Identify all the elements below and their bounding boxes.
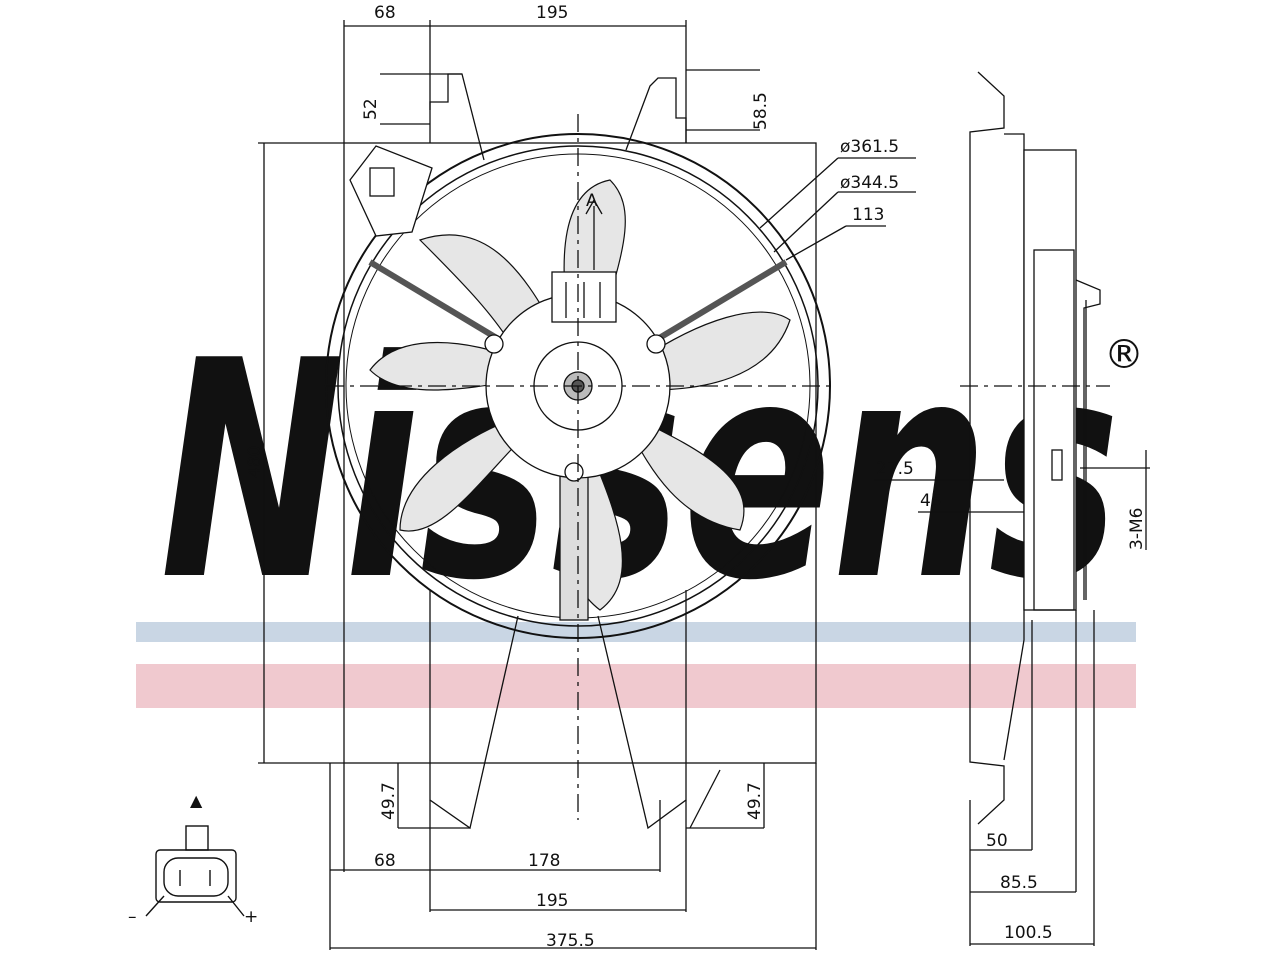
dim-ring-outer-diameter: ø361.5 [840, 137, 899, 157]
dim-top-right-width: 195 [536, 3, 568, 23]
connector-minus-label: – [128, 907, 137, 927]
dim-side-depth-c: 100.5 [1004, 923, 1053, 943]
connector-body [155, 849, 237, 903]
dim-side-offset-b: 45 [920, 491, 942, 511]
side-motor-body [1023, 149, 1077, 611]
side-profile-outer [969, 71, 1005, 825]
watermark-red-band [136, 664, 1136, 708]
connector-tab [185, 825, 209, 851]
strut-left [368, 259, 502, 343]
dim-side-depth-b: 85.5 [1000, 873, 1038, 893]
dim-top-left-width: 68 [374, 3, 396, 23]
dim-left-bracket-height: 52 [361, 98, 381, 120]
dim-bottom-mid-width: 178 [528, 851, 560, 871]
front-view [258, 20, 916, 950]
dim-right-bracket-height: 58.5 [751, 92, 771, 130]
dim-bottom-left-leg-height: 49.7 [379, 782, 399, 820]
dim-bottom-right-leg-height: 49.7 [745, 782, 765, 820]
bottom-right-leg [597, 590, 687, 830]
watermark-registered: ® [1104, 332, 1144, 378]
dim-side-depth-a: 50 [986, 831, 1008, 851]
strut-bottom [559, 469, 589, 621]
dim-mount-bolts: 3-M6 [1127, 508, 1147, 550]
dimension-labels: 68 195 52 58.5 ø361.5 ø344.5 113 480 49.… [128, 3, 1147, 951]
dim-bottom-left-width: 68 [374, 851, 396, 871]
view-label-a: A [586, 191, 598, 211]
connector-plus-label: + [244, 907, 258, 927]
dim-blade-offset: 113 [852, 205, 884, 225]
dim-ring-inner-diameter: ø344.5 [840, 173, 899, 193]
bottom-left-leg [429, 590, 519, 830]
top-left-bracket [429, 73, 485, 161]
dim-bottom-center-width: 195 [536, 891, 568, 911]
dim-overall-height: 480 [245, 446, 265, 478]
top-right-bracket [625, 77, 687, 151]
shroud-frame [343, 142, 817, 764]
dim-overall-width: 375.5 [546, 931, 595, 951]
strut-right [654, 259, 788, 343]
side-view [874, 71, 1150, 946]
connector-detail [145, 825, 245, 917]
dim-side-offset-a: 27.5 [876, 459, 914, 479]
connector-arrow-icon: ▲ [190, 791, 203, 810]
